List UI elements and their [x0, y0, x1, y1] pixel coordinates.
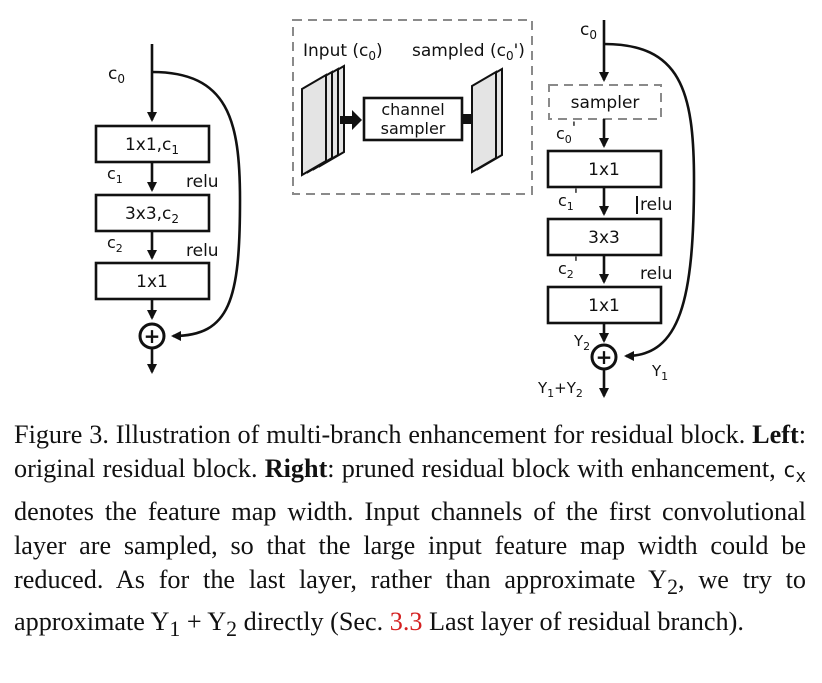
caption-y2b-symbol: Y2 — [207, 606, 238, 642]
right-c1p-label: c1' — [558, 185, 578, 213]
left-add-symbol: + — [144, 324, 161, 348]
right-c2p-label: c2' — [558, 253, 578, 281]
left-original-block: c0 1x1,c1 c1 relu 3x3,c2 c2 relu 1x1 + — [94, 44, 242, 374]
caption-section-ref[interactable]: 3.3 — [389, 606, 423, 636]
right-y2-label: Y2 — [573, 332, 590, 353]
inset-input-label: Input (c0) — [303, 41, 383, 63]
caption-cx-symbol: cx — [782, 458, 807, 488]
left-relu2-label: relu — [186, 241, 219, 261]
caption-right-text-a: : pruned residual block with enhancement… — [327, 454, 783, 484]
right-block3-label: 1x1 — [588, 296, 620, 316]
right-add-symbol: + — [596, 345, 613, 369]
left-relu1-label: relu — [186, 172, 219, 192]
channel-sampler-line2: sampler — [381, 119, 446, 138]
left-block-3x3-c2 — [94, 193, 211, 233]
caption-right-text-b: denotes the feature map width. Input cha… — [14, 496, 806, 595]
caption-text-e: Last layer of residual branch). — [422, 606, 744, 636]
inset-dashed-frame — [292, 19, 533, 195]
right-block1-label: 1x1 — [588, 160, 620, 180]
figure-caption: Figure 3. Illustration of multi-branch e… — [14, 418, 806, 646]
left-c2-label: c2 — [107, 233, 123, 255]
caption-plus: + — [180, 606, 208, 636]
caption-text-c: , we try to approximate — [14, 565, 806, 636]
left-block2-label: 3x3,c2 — [125, 204, 179, 226]
residual-block-diagram: c0 1x1,c1 c1 relu 3x3,c2 c2 relu 1x1 + — [94, 19, 696, 400]
left-input-label: c0 — [108, 64, 125, 86]
input-feature-maps — [301, 64, 345, 177]
caption-y2-symbol: Y2 — [648, 565, 679, 600]
sampler-inset: Input (c0) sampled (c0') channel sampler — [292, 19, 533, 195]
caption-fig-label: Figure 3. Illustration of multi-branch e… — [14, 420, 753, 449]
caption-left-bold: Left — [752, 420, 799, 449]
right-sampler-label: sampler — [571, 93, 640, 113]
right-relu1-label: relu — [640, 195, 673, 215]
right-c0p-label: c0' — [556, 118, 576, 146]
right-relu2-label: relu — [640, 264, 673, 284]
left-skip-connection — [151, 70, 242, 341]
right-skip-connection — [603, 42, 696, 361]
left-block-1x1 — [94, 261, 211, 301]
inset-sampled-label: sampled (c0') — [412, 41, 525, 63]
inset-arrow-out — [462, 114, 472, 124]
right-y1-label: Y1 — [651, 362, 668, 383]
right-block2-label: 3x3 — [588, 228, 620, 248]
right-output-label: Y1+Y2 — [537, 379, 583, 400]
left-block3-label: 1x1 — [136, 272, 168, 292]
caption-text-d: directly (Sec. — [237, 606, 390, 636]
left-block1-label: 1x1,c1 — [125, 135, 179, 157]
caption-right-bold: Right — [264, 454, 328, 484]
caption-y1-symbol: Y1 — [150, 606, 181, 642]
caption-left-text: : original residual block. — [14, 420, 806, 484]
right-input-label: c0 — [580, 20, 597, 42]
left-c1-label: c1 — [107, 164, 123, 186]
channel-sampler-box — [362, 96, 464, 142]
inset-arrow-in — [340, 110, 362, 130]
sampled-feature-maps — [471, 67, 503, 174]
right-pruned-block: c0 sampler c0' 1x1 c1' relu 3x3 c2' relu… — [537, 20, 696, 400]
channel-sampler-line1: channel — [381, 100, 444, 119]
